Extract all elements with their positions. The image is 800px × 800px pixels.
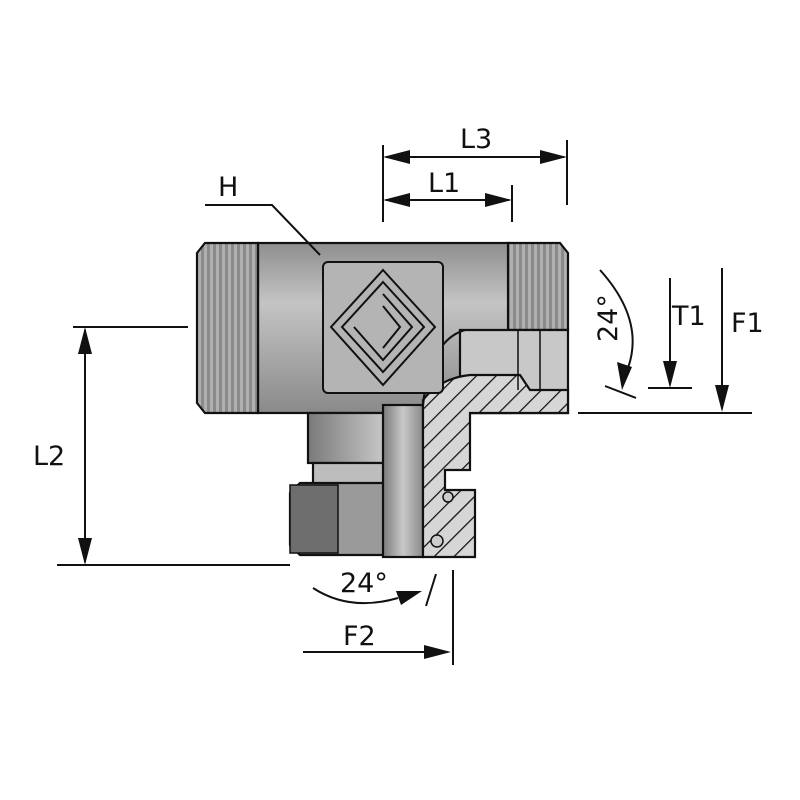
- label-l3: L3: [460, 124, 492, 155]
- brand-logo: [322, 261, 444, 394]
- label-angle-right: 24°: [593, 294, 624, 342]
- dimension-h: H: [205, 172, 321, 256]
- label-f1: F1: [731, 308, 764, 339]
- angle-right: 24°: [593, 269, 637, 399]
- dimension-l1: L1: [383, 168, 513, 222]
- dimension-t1: T1: [648, 278, 706, 389]
- left-thread: [195, 241, 260, 415]
- right-thread: [506, 241, 570, 332]
- dimension-l2: L2: [33, 326, 290, 566]
- dimension-f2: F2: [303, 570, 454, 665]
- dimension-l3: L3: [382, 124, 568, 222]
- label-h: H: [218, 172, 238, 203]
- fitting-body: [195, 241, 570, 559]
- cross-section: [421, 373, 570, 559]
- dimension-f1: F1: [578, 268, 764, 414]
- label-t1: T1: [671, 301, 706, 332]
- label-l1: L1: [428, 168, 460, 199]
- angle-bottom: 24°: [312, 568, 437, 607]
- label-l2: L2: [33, 441, 65, 472]
- label-angle-bottom: 24°: [340, 568, 388, 599]
- label-f2: F2: [343, 621, 376, 652]
